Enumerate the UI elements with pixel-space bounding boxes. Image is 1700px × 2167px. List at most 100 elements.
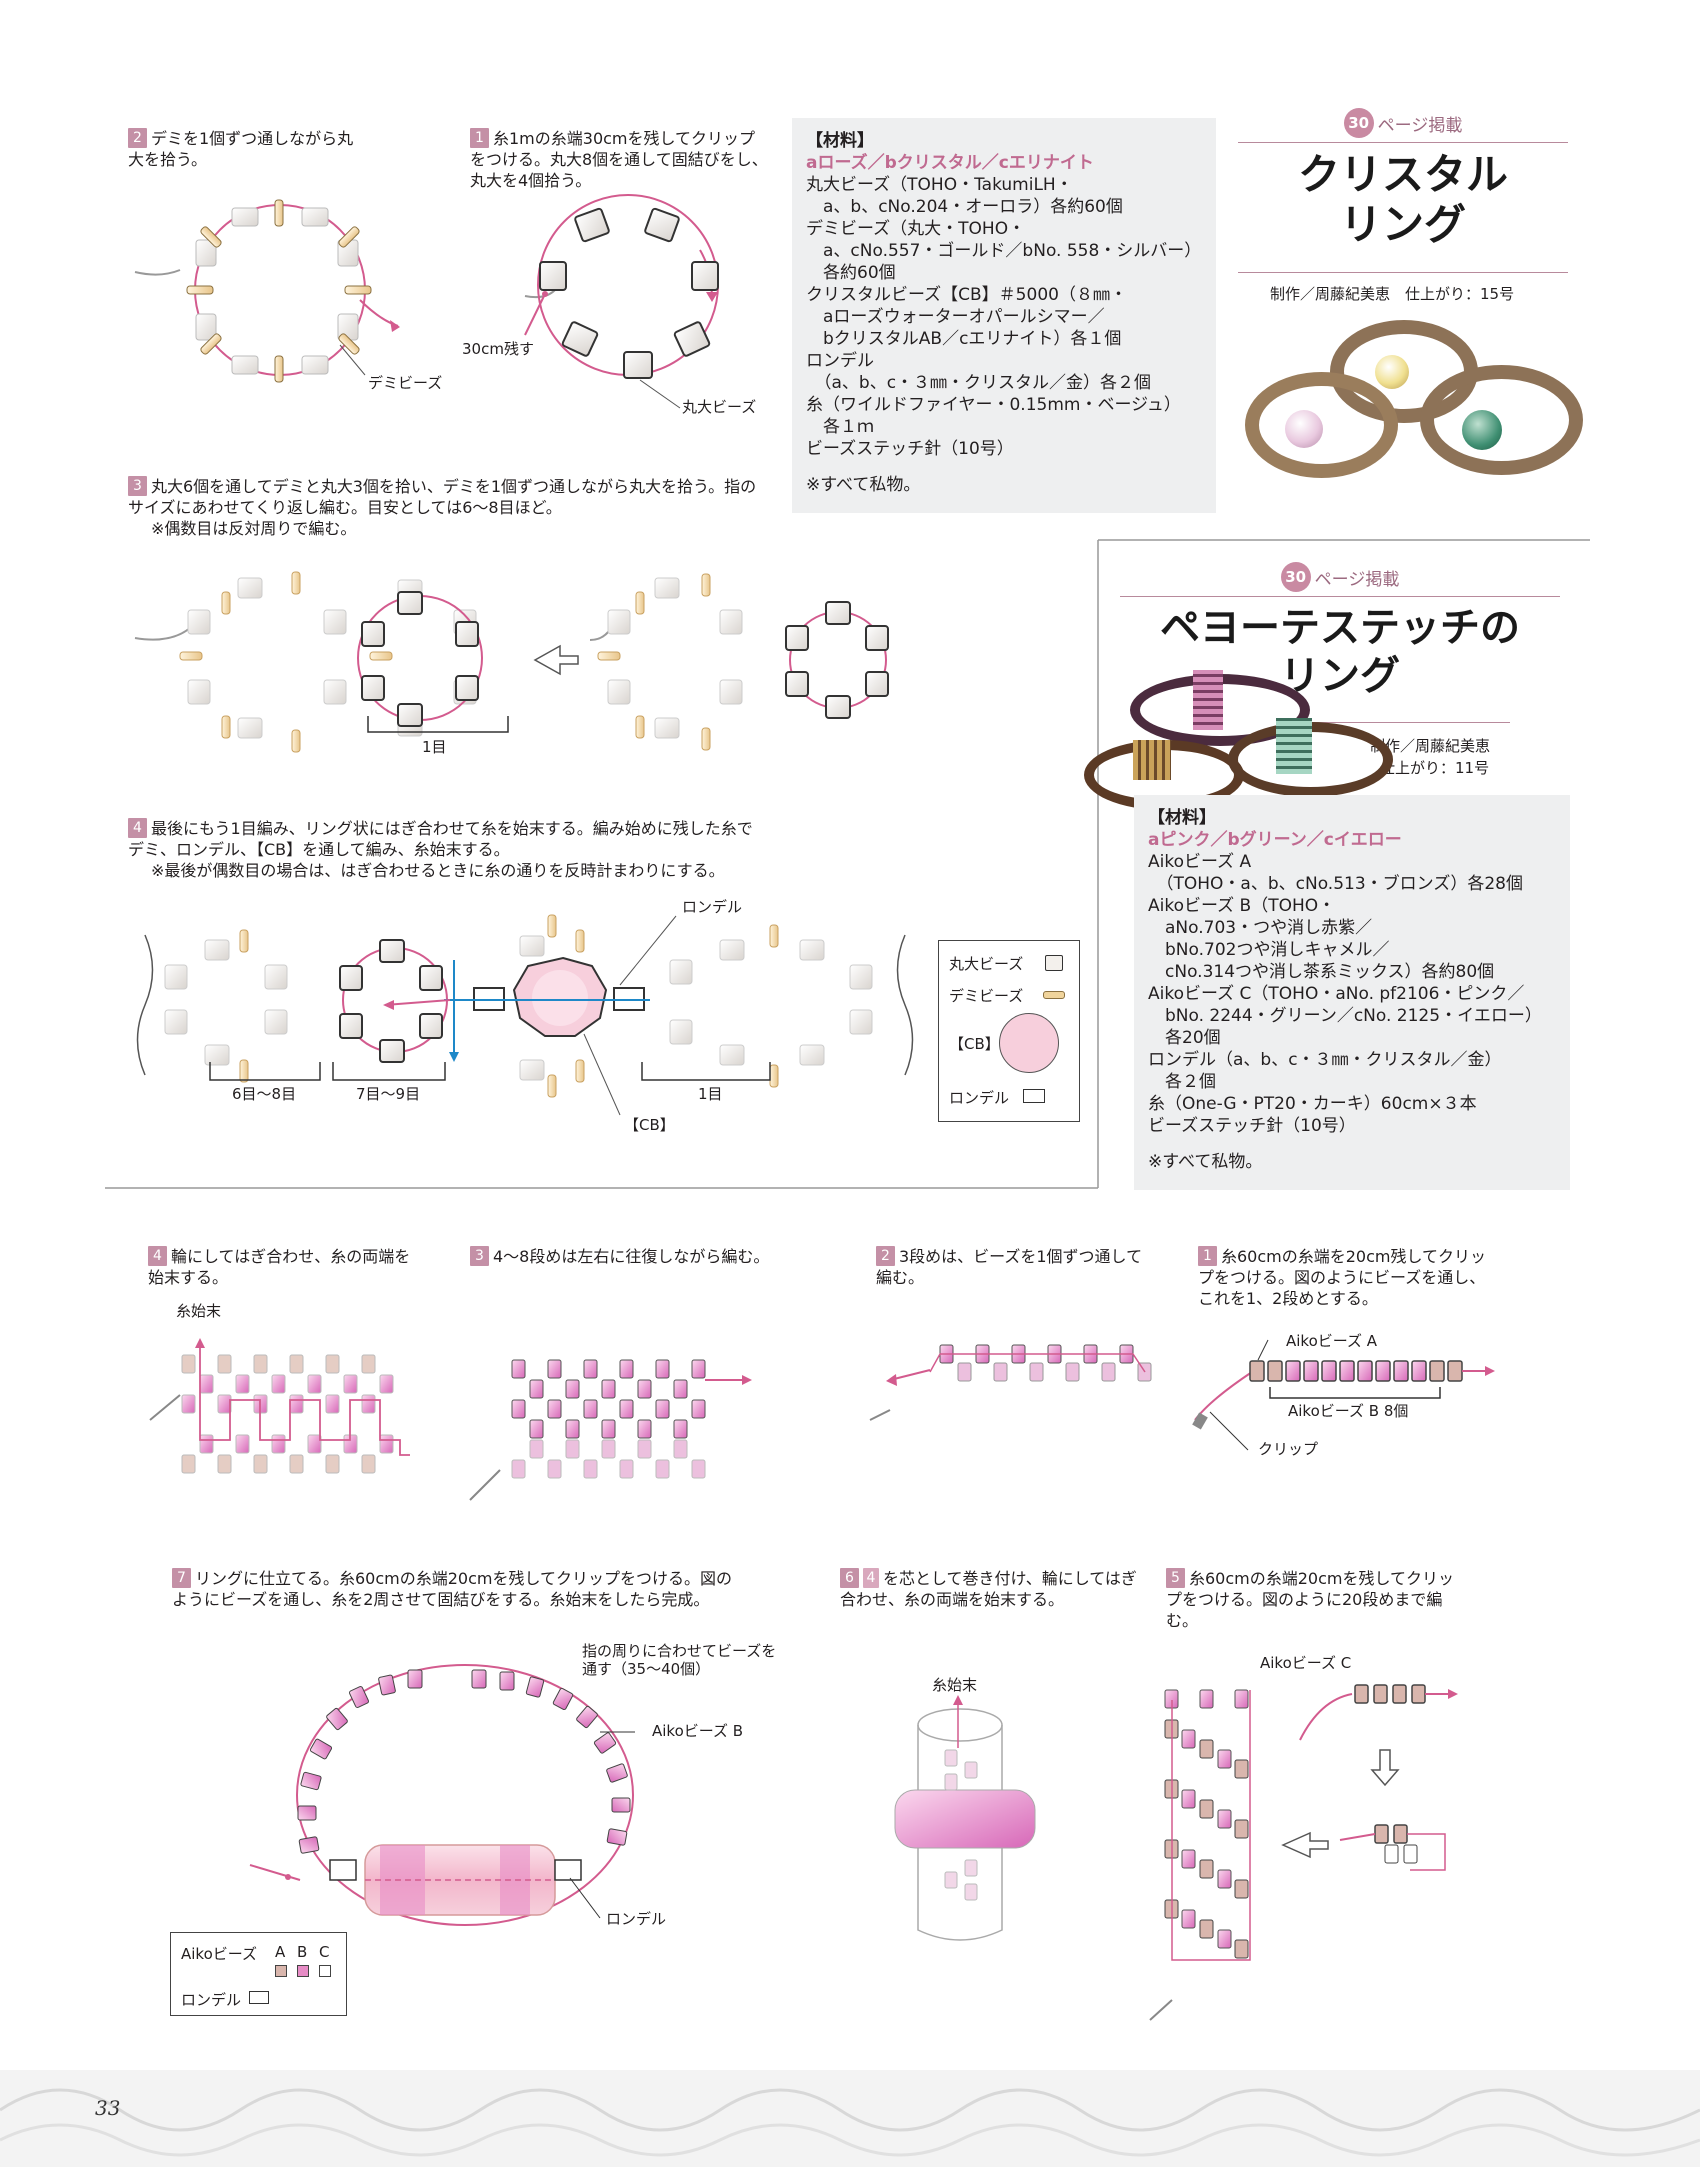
- label-finger: 指の周りに合わせてビーズを通す（35～40個）: [582, 1642, 777, 1678]
- material-line: ビーズステッチ針（10号）: [806, 439, 1014, 459]
- page-number: 33: [95, 2096, 121, 2120]
- peyote-step4-diagram: [149, 1338, 410, 1474]
- peyote-credit-maker: 制作／周藤紀美恵: [1370, 737, 1491, 755]
- material-line: cNo.314つや消し茶系ミックス）各約80個: [1148, 962, 1495, 982]
- crystal-step2-diagram: [134, 199, 400, 383]
- step-number: 3: [470, 1246, 489, 1266]
- crystal-note: ※すべて私物。: [806, 475, 921, 495]
- material-line: Aikoビーズ A: [1148, 852, 1252, 872]
- label-clip: クリップ: [1258, 1440, 1319, 1458]
- step-number: 3: [128, 476, 147, 496]
- label-aiko-b8: Aikoビーズ B 8個: [1288, 1402, 1409, 1420]
- peyote-title: ペヨーテステッチの リング: [1160, 604, 1520, 699]
- material-line: クリスタルビーズ【CB】＃5000（８㎜・: [806, 285, 1127, 305]
- crystal-step3-diagram: [134, 571, 889, 753]
- cb-icon: [999, 1013, 1059, 1073]
- step-number: 4: [128, 818, 147, 838]
- material-line: 糸（One-G・PT20・カーキ）60cm×３本: [1148, 1094, 1477, 1114]
- marudai-icon: [1045, 955, 1063, 971]
- crystal-materials-list: 丸大ビーズ（TOHO・TakumiLH・ a、b、cNo.204・オーロラ）各約…: [806, 174, 1202, 460]
- material-line: aNo.703・つや消し赤紫／: [1148, 918, 1373, 938]
- step-number: 4: [148, 1246, 167, 1266]
- label-leave-30cm: 30cm残す: [462, 340, 534, 358]
- peyote-step6-diagram: [894, 1695, 1036, 1941]
- peyote-step7-diagram: [249, 1664, 635, 1926]
- crystal-title: クリスタル リング: [1297, 150, 1508, 249]
- crystal-legend: 丸大ビーズ デミビーズ 【CB】 ロンデル: [938, 940, 1080, 1122]
- crystal-step4-diagram: [136, 914, 914, 1116]
- label-itoshimatsu: 糸始末: [176, 1302, 222, 1320]
- material-line: ロンデル: [806, 351, 874, 371]
- material-line: bNo.702つや消しキャメル／: [1148, 940, 1390, 960]
- material-line: 各約60個: [806, 263, 896, 283]
- material-line: Aikoビーズ C（TOHO・aNo. pf2106・ピンク／: [1148, 984, 1525, 1004]
- crystal-ring-photo: [1240, 310, 1583, 478]
- material-line: （TOHO・a、b、cNo.513・ブロンズ）各28個: [1148, 874, 1523, 894]
- label-7-9: 7目～9目: [356, 1085, 421, 1103]
- step-number: 7: [172, 1568, 191, 1588]
- crystal-materials-box: 【材料】 aローズ／bクリスタル／cエリナイト 丸大ビーズ（TOHO・Takum…: [792, 118, 1216, 513]
- bead-a-icon: [275, 1965, 287, 1977]
- rondel-icon: [249, 1991, 269, 2004]
- label-aiko-b: Aikoビーズ B: [652, 1722, 744, 1740]
- rondel-icon: [1023, 1089, 1045, 1103]
- material-line: bクリスタルAB／cエリナイト）各１個: [806, 329, 1122, 349]
- peyote-step1-diagram: [1192, 1339, 1495, 1451]
- material-line: a、cNo.557・ゴールド／bNo. 558・シルバー）: [806, 241, 1202, 261]
- bead-b-icon: [297, 1965, 309, 1977]
- peyote-ring-photo: [1078, 662, 1393, 810]
- material-line: a、b、cNo.204・オーロラ）各約60個: [806, 197, 1123, 217]
- material-line: 各２個: [1148, 1072, 1216, 1092]
- label-cb: 【CB】: [624, 1116, 675, 1134]
- label-rondel-peyote: ロンデル: [606, 1910, 667, 1928]
- peyote-legend: Aikoビーズ A B C ロンデル: [170, 1932, 347, 2016]
- step-number: 6: [840, 1568, 859, 1588]
- peyote-step3-diagram: [469, 1359, 752, 1501]
- material-line: 各20個: [1148, 1028, 1221, 1048]
- peyote-step5-diagram: [1149, 1684, 1458, 2021]
- label-aiko-c: Aikoビーズ C: [1260, 1654, 1352, 1672]
- peyote-step2-diagram: [869, 1344, 1152, 1421]
- label-aiko-a: Aikoビーズ A: [1286, 1332, 1378, 1350]
- material-line: ロンデル（a、b、c・３㎜・クリスタル／金）: [1148, 1050, 1502, 1070]
- peyote-materials-box: 【材料】 aピンク／bグリーン／cイエロー Aikoビーズ A （TOHO・a、…: [1134, 795, 1570, 1190]
- step-number: 1: [1198, 1246, 1217, 1266]
- material-line: bNo. 2244・グリーン／cNo. 2125・イエロー）: [1148, 1006, 1542, 1026]
- label-itoshimatsu-2: 糸始末: [932, 1676, 978, 1694]
- material-line: aローズウォーターオパールシマー／: [806, 307, 1105, 327]
- label-one-me-2: 1目: [698, 1085, 723, 1103]
- step-number: 5: [1166, 1568, 1185, 1588]
- label-6-8: 6目～8目: [232, 1085, 297, 1103]
- crystal-step1-diagram: [524, 194, 719, 409]
- peyote-credit-size: 仕上がり：11号: [1380, 759, 1490, 777]
- peyote-variants: aピンク／bグリーン／cイエロー: [1148, 830, 1402, 850]
- material-line: Aikoビーズ B（TOHO・: [1148, 896, 1336, 916]
- material-line: デミビーズ（丸大・TOHO・: [806, 219, 1026, 239]
- material-line: 各１ｍ: [806, 417, 874, 437]
- crystal-credit: 制作／周藤紀美恵 仕上がり：15号: [1270, 285, 1515, 303]
- label-rondel: ロンデル: [682, 898, 743, 916]
- material-line: （a、b、c・３㎜・クリスタル／金）各２個: [806, 373, 1152, 393]
- step-number: 1: [470, 128, 489, 148]
- material-line: 糸（ワイルドファイヤー・0.15mm・ベージュ）: [806, 395, 1181, 415]
- label-demi-beads: デミビーズ: [368, 374, 443, 392]
- label-one-me: 1目: [422, 738, 447, 756]
- demi-icon: [1043, 991, 1065, 999]
- step-number: 2: [876, 1246, 895, 1266]
- label-marudai-beads: 丸大ビーズ: [682, 398, 757, 416]
